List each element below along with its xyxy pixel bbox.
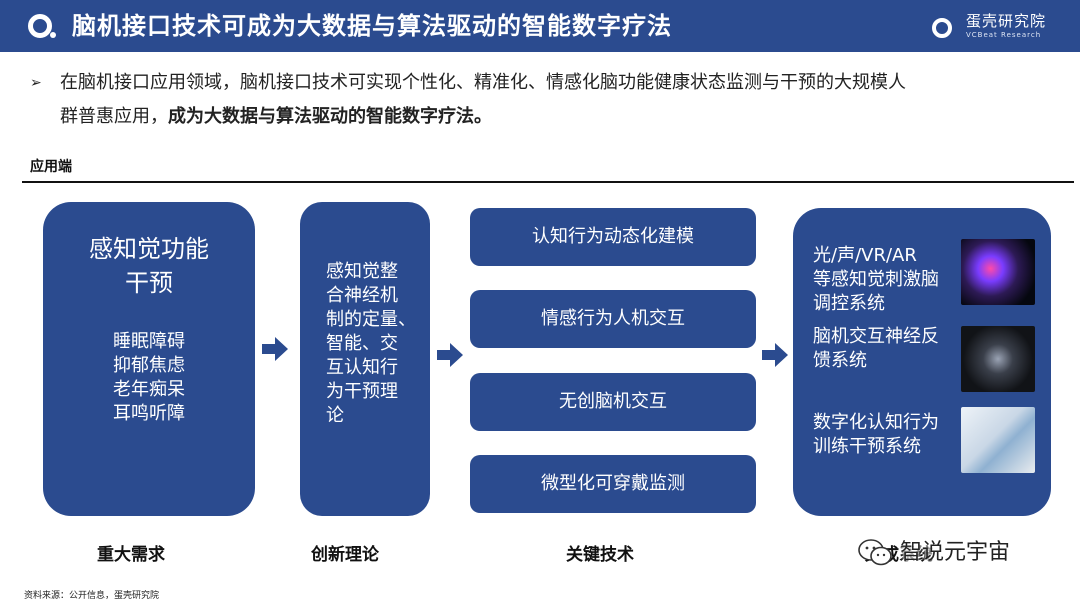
system-line: 脑机交互神经反 <box>813 326 939 347</box>
need-item: 老年痴呆 <box>113 379 185 400</box>
arrow-right-icon <box>762 343 788 367</box>
card-need-title-line1: 感知觉功能 <box>89 235 209 263</box>
brand-ring-icon <box>931 18 952 38</box>
system-line: 等感知觉刺激脑 <box>813 269 939 290</box>
system-line: 光/声/VR/AR <box>813 245 917 266</box>
bullet-arrow-icon: ➢ <box>30 75 42 91</box>
header-bar: 脑机接口技术可成为大数据与算法驱动的智能数字疗法 蛋壳研究院 VCBeat Re… <box>0 0 1080 52</box>
system-line: 调控系统 <box>813 293 885 314</box>
theory-line: 互认知行 <box>326 357 398 378</box>
summary-line-2-bold: 成为大数据与算法驱动的智能数字疗法。 <box>168 106 492 127</box>
card-need-items: 睡眠障碍 抑郁焦虑 老年痴呆 耳鸣听障 <box>43 330 255 426</box>
theory-line: 制的定量、 <box>326 309 416 330</box>
theory-line: 感知觉整 <box>326 261 398 282</box>
source-note: 资料来源：公开信息，蛋壳研究院 <box>24 591 160 601</box>
brand-subname: VCBeat Research <box>965 31 1042 39</box>
wechat-account-name: 智说元宇宙 <box>900 540 1011 565</box>
arrow-right-icon <box>262 337 288 361</box>
arrow-right-icon <box>437 343 463 367</box>
card-need-title: 感知觉功能 干预 <box>43 232 255 300</box>
label-innovative-theory: 创新理论 <box>311 545 379 565</box>
system-item-stimulation: 光/声/VR/AR 等感知觉刺激脑 调控系统 <box>813 244 963 316</box>
system-item-neurofeedback: 脑机交互神经反 馈系统 <box>813 325 963 373</box>
system-line: 馈系统 <box>813 350 867 371</box>
card-major-need: 感知觉功能 干预 睡眠障碍 抑郁焦虑 老年痴呆 耳鸣听障 <box>43 202 255 516</box>
need-item: 抑郁焦虑 <box>113 355 185 376</box>
label-major-need: 重大需求 <box>97 545 165 565</box>
system-line: 数字化认知行为 <box>813 412 939 433</box>
tech-item-modeling: 认知行为动态化建模 <box>470 208 756 266</box>
theory-line: 合神经机 <box>326 285 398 306</box>
card-integrated-system: 光/声/VR/AR 等感知觉刺激脑 调控系统 脑机交互神经反 馈系统 数字化认知… <box>793 208 1051 516</box>
logo-dot-icon <box>50 32 56 38</box>
summary-line-1: 在脑机接口应用领域，脑机接口技术可实现个性化、精准化、情感化脑功能健康状态监测与… <box>60 72 906 93</box>
theory-line: 论 <box>326 405 344 426</box>
card-need-title-line2: 干预 <box>125 269 173 297</box>
vr-headset-image <box>961 239 1035 305</box>
need-item: 睡眠障碍 <box>113 331 185 352</box>
summary-line-2: 群普惠应用，成为大数据与算法驱动的智能数字疗法。 <box>60 100 492 134</box>
brand-name: 蛋壳研究院 <box>965 12 1046 30</box>
summary-line-2-normal: 群普惠应用， <box>60 106 168 127</box>
page-title: 脑机接口技术可成为大数据与算法驱动的智能数字疗法 <box>72 12 672 40</box>
tech-item-emotion-hci: 情感行为人机交互 <box>470 290 756 348</box>
logo-ring-icon <box>28 14 52 38</box>
wechat-watermark: 智说元宇宙 <box>858 535 1058 571</box>
system-item-training: 数字化认知行为 训练干预系统 <box>813 411 963 459</box>
neuro-device-image <box>961 326 1035 392</box>
wechat-icon <box>858 539 892 566</box>
theory-line: 智能、交 <box>326 333 398 354</box>
tech-item-wearable: 微型化可穿戴监测 <box>470 455 756 513</box>
need-item: 耳鸣听障 <box>113 403 185 424</box>
theory-line: 为干预理 <box>326 381 398 402</box>
digital-training-image <box>961 407 1035 473</box>
brand-logo: 蛋壳研究院 VCBeat Research <box>931 12 1046 42</box>
label-key-tech: 关键技术 <box>566 545 634 565</box>
card-innovative-theory: 感知觉整 合神经机 制的定量、 智能、交 互认知行 为干预理 论 <box>300 202 430 516</box>
system-line: 训练干预系统 <box>813 436 921 457</box>
card-theory-text: 感知觉整 合神经机 制的定量、 智能、交 互认知行 为干预理 论 <box>326 260 420 428</box>
tech-item-noninvasive-bci: 无创脑机交互 <box>470 373 756 431</box>
section-label: 应用端 <box>30 159 72 175</box>
section-divider <box>22 181 1074 183</box>
